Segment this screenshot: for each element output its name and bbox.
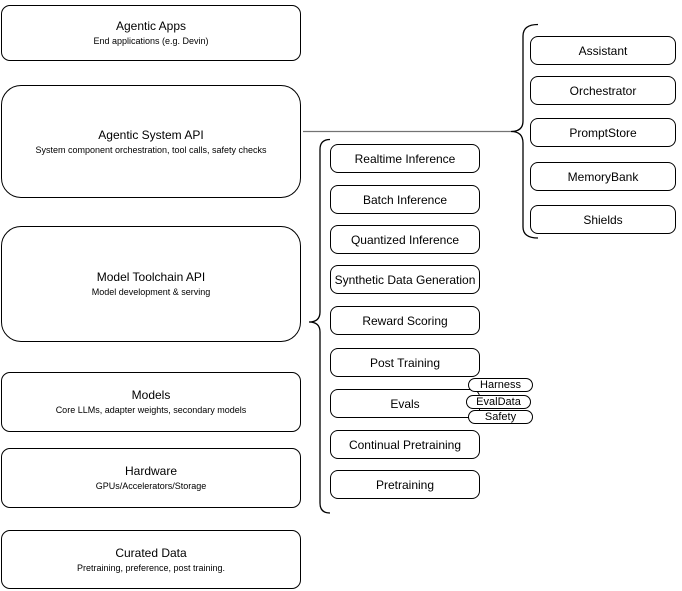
eval-tag-label: Harness [480, 379, 521, 391]
node-curated-data: Curated Data Pretraining, preference, po… [1, 530, 301, 589]
node-subtitle: End applications (e.g. Devin) [93, 36, 209, 46]
node-title: Agentic System API [98, 127, 204, 142]
node-subtitle: Core LLMs, adapter weights, secondary mo… [55, 405, 247, 415]
eval-tag-harness: Harness [468, 378, 533, 392]
node-title: Agentic Apps [115, 19, 187, 33]
components-group-brace [510, 23, 539, 239]
node-title: Models [131, 388, 171, 402]
component-label: Shields [583, 212, 623, 227]
service-box-synthetic-data-generation: Synthetic Data Generation [330, 265, 480, 294]
service-label: Continual Pretraining [348, 437, 462, 452]
node-title: Hardware [124, 464, 178, 478]
component-box-memorybank: MemoryBank [530, 162, 676, 191]
component-box-assistant: Assistant [530, 36, 676, 65]
eval-tag-label: Safety [484, 411, 517, 423]
node-model-toolchain-api: Model Toolchain API Model development & … [1, 226, 301, 342]
service-label: Reward Scoring [362, 313, 448, 328]
component-box-shields: Shields [530, 205, 676, 234]
service-label: Quantized Inference [350, 232, 460, 247]
component-box-promptstore: PromptStore [530, 118, 676, 147]
service-box-batch-inference: Batch Inference [330, 185, 480, 214]
service-box-realtime-inference: Realtime Inference [330, 144, 480, 173]
node-hardware: Hardware GPUs/Accelerators/Storage [1, 448, 301, 508]
node-subtitle: Model development & serving [91, 287, 211, 297]
node-subtitle: GPUs/Accelerators/Storage [95, 481, 207, 491]
node-title: Curated Data [115, 545, 187, 560]
service-box-quantized-inference: Quantized Inference [330, 225, 480, 254]
toolchain-group-brace [308, 138, 331, 514]
eval-tag-evaldata: EvalData [466, 395, 531, 409]
service-box-continual-pretraining: Continual Pretraining [330, 430, 480, 459]
node-agentic-system-api: Agentic System API System component orch… [1, 85, 301, 198]
service-box-pretraining: Pretraining [330, 470, 480, 499]
eval-tag-label: EvalData [476, 396, 521, 408]
service-box-evals: Evals [330, 389, 480, 418]
node-agentic-apps: Agentic Apps End applications (e.g. Devi… [1, 5, 301, 61]
component-label: PromptStore [569, 125, 637, 140]
node-subtitle: System component orchestration, tool cal… [35, 144, 267, 155]
service-label: Evals [390, 396, 420, 411]
service-label: Pretraining [375, 477, 435, 492]
service-box-post-training: Post Training [330, 348, 480, 377]
component-label: Orchestrator [569, 83, 637, 98]
node-title: Model Toolchain API [96, 270, 206, 284]
node-subtitle: Pretraining, preference, post training. [76, 562, 226, 573]
service-box-reward-scoring: Reward Scoring [330, 306, 480, 335]
component-label: Assistant [578, 43, 628, 58]
service-label: Realtime Inference [354, 151, 456, 166]
component-box-orchestrator: Orchestrator [530, 76, 676, 105]
service-label: Post Training [369, 355, 441, 370]
service-label: Batch Inference [362, 192, 448, 207]
eval-tag-safety: Safety [468, 410, 533, 424]
node-models: Models Core LLMs, adapter weights, secon… [1, 372, 301, 432]
component-label: MemoryBank [567, 169, 639, 184]
service-label: Synthetic Data Generation [334, 272, 476, 287]
